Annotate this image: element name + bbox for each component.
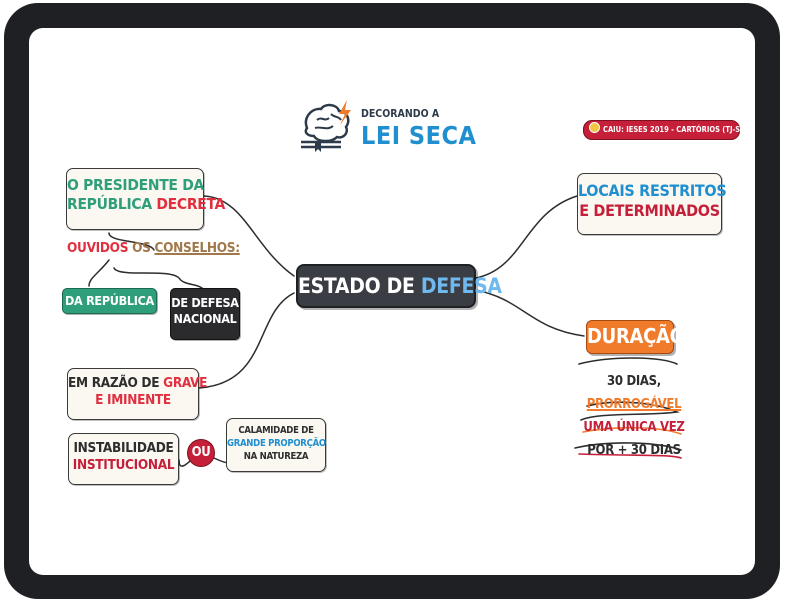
duracao-scribbles (574, 357, 682, 459)
central-word2: DEFESA (420, 274, 502, 298)
link-razao (198, 292, 295, 389)
connector-lines (88, 195, 585, 467)
source-tag: CAIU: IESES 2019 - CARTÓRIOS (TJ-SC) (583, 120, 748, 140)
conselho-defesa-line1: DE DEFESA (171, 295, 239, 310)
brain-book-icon (301, 100, 351, 152)
source-tag-text: CAIU: IESES 2019 - CARTÓRIOS (TJ-SC) (603, 125, 749, 134)
ouvidos-word: OUVIDOS (67, 240, 129, 256)
link-presidente (203, 195, 295, 277)
duracao-line3: UMA ÚNICA VEZ (583, 420, 685, 435)
logo: DECORANDO A LEI SECA (301, 100, 476, 160)
link-locais (475, 195, 578, 279)
duracao-node: DURAÇÃO (586, 320, 685, 354)
duracao-line4: POR + 30 DIAS (587, 443, 681, 458)
duracao-line2: PRORROGÁVEL (586, 397, 682, 412)
link-ouvidos (108, 232, 155, 251)
calamidade-node: CALAMIDADE DE GRANDE PROPORÇÃO NA NATURE… (226, 418, 326, 472)
calamidade-line1: CALAMIDADE DE (238, 425, 314, 436)
logo-line1: DECORANDO A (361, 108, 440, 120)
calamidade-line2: GRANDE PROPORÇÃO (227, 437, 326, 449)
calamidade-line3: NA NATUREZA (243, 450, 309, 462)
presidente-line1: O PRESIDENTE DA (67, 176, 204, 194)
presidente-node: O PRESIDENTE DA REPÚBLICA DECRETA (66, 168, 225, 230)
ouvidos-os: OS (132, 240, 151, 256)
link-duracao (475, 289, 585, 337)
tablet-frame: DECORANDO A LEI SECA CAIU: IESES 2019 - … (4, 3, 780, 599)
instabilidade-node: INSTABILIDADE INSTITUCIONAL (68, 433, 179, 485)
logo-line2: LEI SECA (361, 121, 477, 150)
central-node: ESTADO DE DEFESA (296, 264, 502, 308)
ou-badge: OU (187, 439, 215, 467)
instabilidade-line2: INSTITUCIONAL (72, 456, 175, 473)
duracao-details: 30 DIAS, PRORROGÁVEL UMA ÚNICA VEZ POR +… (579, 370, 689, 462)
duracao-line1: 30 DIAS, (607, 374, 661, 389)
razao-line2: E IMINENTE (95, 391, 171, 408)
locais-line2: E DETERMINADOS (579, 201, 720, 220)
razao-em-razao: EM RAZÃO DE (68, 375, 160, 391)
ouvidos-label: OUVIDOS OS CONSELHOS: (67, 240, 240, 260)
conselho-defesa-line2: NACIONAL (173, 310, 237, 326)
screen: DECORANDO A LEI SECA CAIU: IESES 2019 - … (29, 28, 755, 575)
conselho-defesa: DE DEFESA NACIONAL (170, 288, 240, 340)
seal-icon (589, 122, 600, 133)
locais-line1: LOCAIS RESTRITOS (578, 181, 727, 200)
presidente-decreta: DECRETA (156, 195, 226, 214)
locais-node: LOCAIS RESTRITOS E DETERMINADOS (577, 173, 727, 235)
ouvidos-conselhos: CONSELHOS: (154, 240, 241, 256)
instabilidade-line1: INSTABILIDADE (73, 440, 174, 456)
presidente-line2: REPÚBLICA DECRETA (67, 195, 225, 214)
link-republica (88, 259, 110, 287)
razao-grave: GRAVE (163, 375, 208, 391)
presidente-republica: REPÚBLICA (67, 195, 152, 214)
razao-line1: EM RAZÃO DE GRAVE (68, 375, 207, 392)
central-word1: ESTADO DE (298, 274, 415, 298)
link-conselhos (113, 267, 205, 291)
razao-node: EM RAZÃO DE GRAVE E IMINENTE (67, 368, 207, 420)
conselho-republica: DA REPÚBLICA (62, 288, 157, 314)
